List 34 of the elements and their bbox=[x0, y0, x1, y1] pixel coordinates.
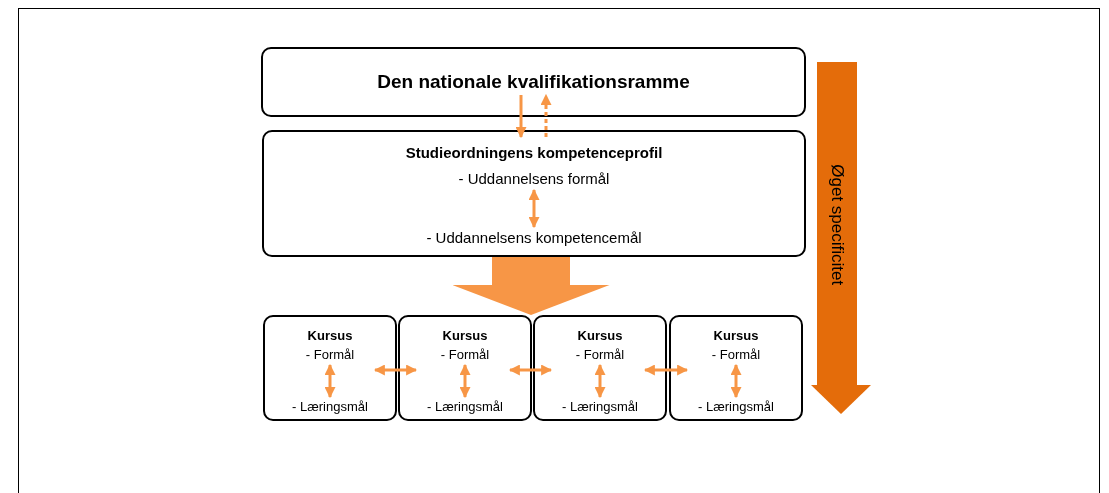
item-text: - Uddannelsens kompetencemål bbox=[426, 228, 642, 248]
course-box bbox=[263, 315, 397, 421]
item-text: - Formål bbox=[575, 346, 625, 364]
arrow bbox=[643, 364, 689, 376]
arrow bbox=[730, 363, 742, 399]
course-box bbox=[669, 315, 803, 421]
arrow bbox=[594, 363, 606, 399]
box-heading: Kursus bbox=[577, 328, 623, 343]
item-text: - Formål bbox=[305, 346, 355, 364]
item-text: - Læringsmål bbox=[698, 398, 774, 416]
item-text: - Læringsmål bbox=[562, 398, 638, 416]
box-heading: Kursus bbox=[307, 328, 353, 343]
item-text: - Uddannelsens formål bbox=[458, 169, 610, 189]
arrow bbox=[459, 363, 471, 399]
arrow bbox=[540, 93, 552, 137]
process-box bbox=[262, 130, 806, 257]
arrow bbox=[528, 188, 540, 229]
item-text: - Læringsmål bbox=[427, 398, 503, 416]
process-box bbox=[261, 47, 806, 117]
item-text: - Formål bbox=[440, 346, 490, 364]
item-text: - Formål bbox=[711, 346, 761, 364]
arrow bbox=[324, 363, 336, 399]
course-box bbox=[398, 315, 532, 421]
box-heading: Kursus bbox=[442, 328, 488, 343]
arrow bbox=[515, 95, 527, 139]
item-text: - Læringsmål bbox=[292, 398, 368, 416]
box-heading: Den nationale kvalifikationsramme bbox=[377, 70, 690, 94]
course-box bbox=[533, 315, 667, 421]
box-heading: Studieordningens kompetenceprofil bbox=[405, 144, 663, 161]
arrow bbox=[373, 364, 418, 376]
block-arrow bbox=[452, 257, 610, 315]
box-heading: Kursus bbox=[713, 328, 759, 343]
arrow bbox=[508, 364, 553, 376]
arrow-label: Øget specificitet bbox=[826, 164, 848, 286]
